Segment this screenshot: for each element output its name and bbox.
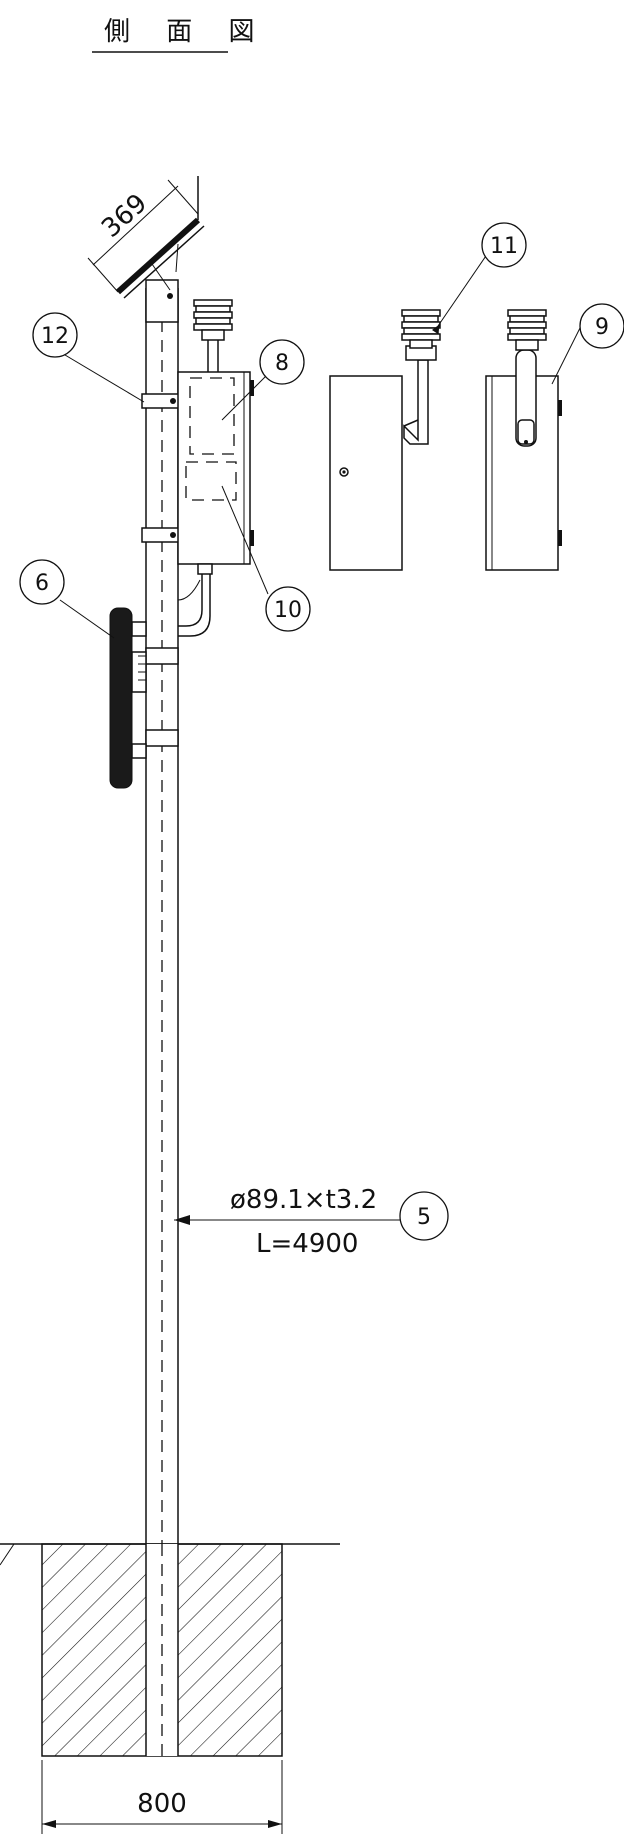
callout-11: 11 [481,222,527,268]
sensor-shield [201,329,225,341]
solar-panel-plate [115,217,201,295]
svg-text:8: 8 [275,351,289,376]
panel-width-label: 369 [96,188,153,244]
svg-text:10: 10 [274,598,302,623]
ground-slope-mark [0,1543,15,1566]
leader-9 [551,327,581,385]
internal-unit-8-outline [189,377,235,455]
main-pole [145,279,179,1544]
pole-clamps [141,393,183,747]
internal-unit-10-outline [185,461,237,501]
svg-text:9: 9 [595,315,609,340]
cabinet-back-body [485,375,559,571]
cabinet-front-view [329,309,441,571]
drawing-title: 側 面 図 [92,17,269,53]
sensor-bracket [403,359,429,445]
leader-8 [221,371,271,421]
leader-10 [221,485,269,595]
callout-6: 6 [19,559,65,605]
display-panel [109,607,133,789]
leader-11 [437,249,491,327]
svg-text:5: 5 [417,1205,431,1230]
svg-text:6: 6 [35,571,49,596]
callout-8: 8 [259,339,305,385]
pipe-spec: ø89.1×t3.2 L=4900 [230,1185,377,1259]
callout-12: 12 [32,312,78,358]
leader-12 [59,351,145,403]
title-text: 側 面 図 [104,17,269,47]
callout-5: 5 [399,1191,449,1241]
svg-text:12: 12 [41,324,69,349]
callout-10: 10 [265,586,311,632]
pipe-length-label: L=4900 [256,1229,358,1259]
callout-bubbles: 12 8 10 6 11 9 5 [19,222,624,1241]
foundation-width-label: 800 [137,1789,187,1819]
cabinet-back-view [485,309,562,571]
pipe-spec-label: ø89.1×t3.2 [230,1185,377,1215]
control-cabinet [177,299,254,637]
clamp [145,647,179,665]
clamp [145,729,179,747]
display-board [109,607,147,789]
cabinet-body [177,371,251,565]
foundation-dimension: 800 [41,1760,283,1834]
callout-9: 9 [579,303,624,349]
pole-top-cap [145,279,179,323]
leader-lines [59,249,581,1225]
foundation [0,1543,340,1757]
cable-conduit [178,574,203,627]
svg-text:11: 11 [490,234,518,259]
leader-6 [59,599,115,639]
panel-dimension-line [92,185,179,266]
